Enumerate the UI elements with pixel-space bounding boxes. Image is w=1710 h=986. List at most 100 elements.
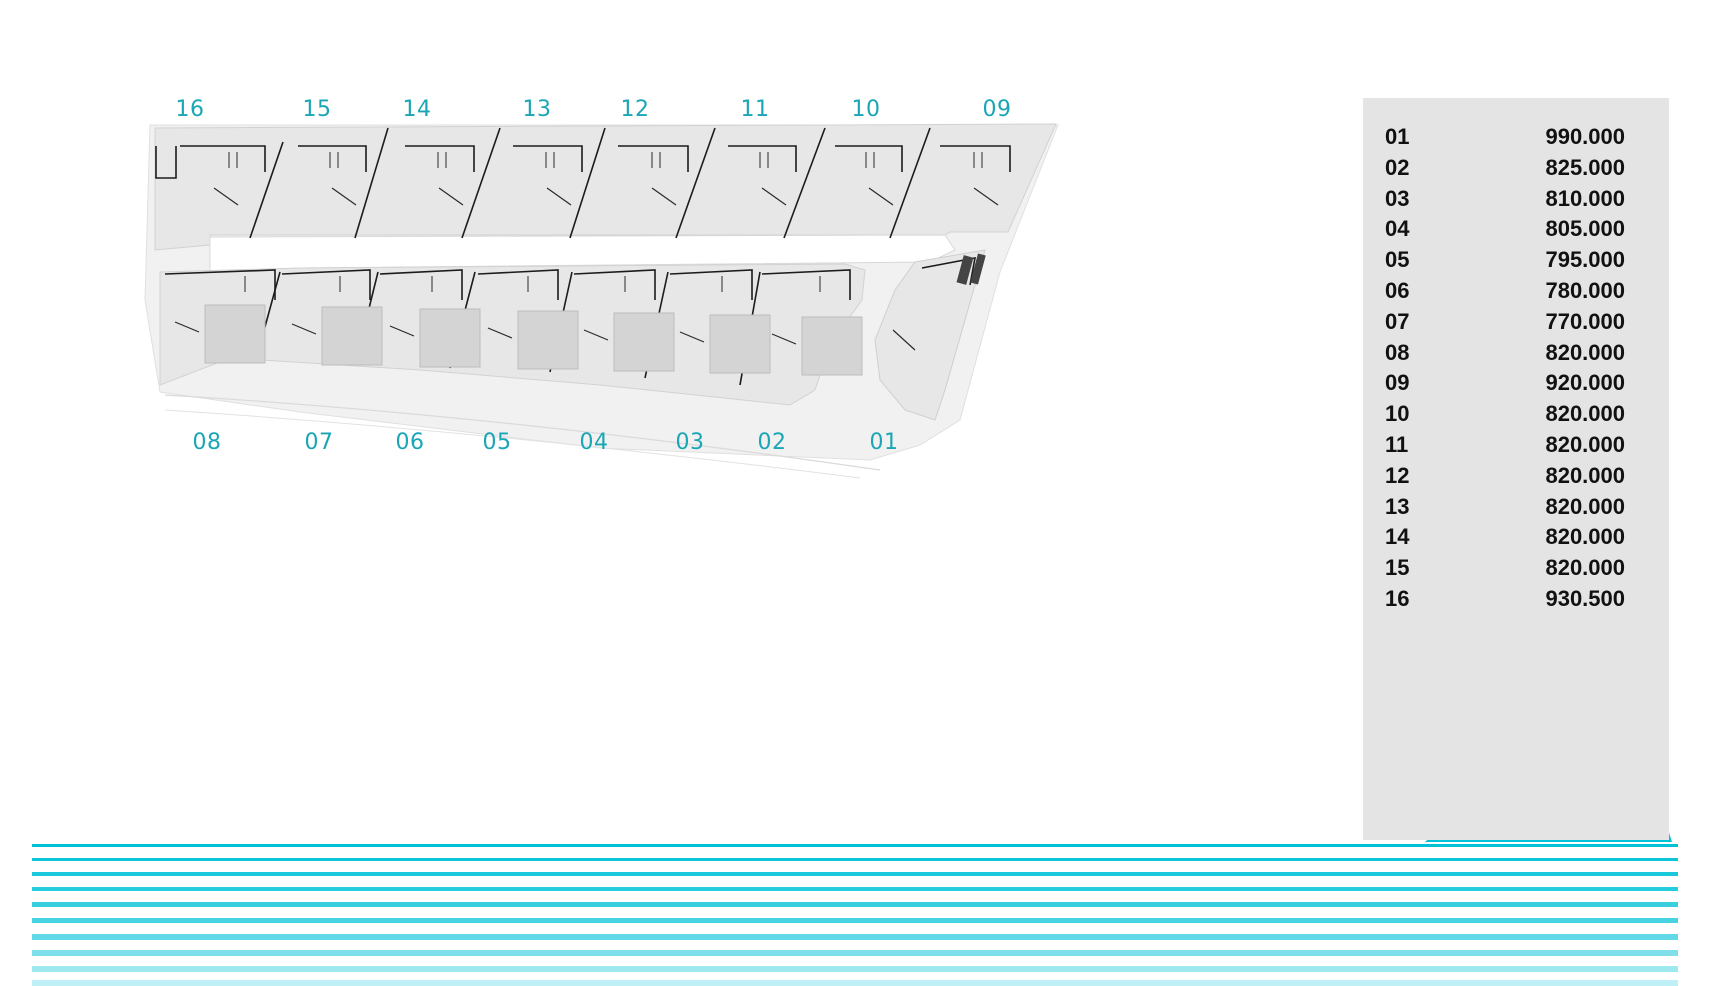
price-row-value: 820.000 [1545,493,1625,519]
price-row-lot: 01 [1385,124,1410,149]
lot-label-11: 11 [740,97,770,122]
lot-label-02: 02 [757,430,787,455]
lot-label-16: 16 [175,97,205,122]
house-door [868,187,894,206]
house-wall [761,269,851,300]
house-door [331,187,357,206]
lot-label-15: 15 [302,97,332,122]
house-door [679,331,705,343]
price-row-value: 820.000 [1545,555,1625,581]
house-wall [164,269,276,300]
lot-label-12: 12 [620,97,650,122]
house-door [583,329,609,341]
sea-stripes-decoration [32,838,1678,986]
house-wall [835,145,903,172]
price-row-lot: 07 [1385,308,1410,334]
price-row: 02 825.000 [1385,153,1625,184]
house-door [174,321,200,333]
price-row-value: 770.000 [1545,308,1625,334]
lot-divider [675,127,716,239]
price-row-value: 795.000 [1545,247,1625,273]
house-wall [379,269,463,300]
lot-label-07: 07 [304,430,334,455]
lot-label-04: 04 [579,430,609,455]
sea-stripe [32,844,1678,847]
price-row-lot: 09 [1385,370,1410,396]
price-row-lot: 15 [1385,555,1410,581]
price-row: 05 795.000 [1385,245,1625,276]
lot-divider [889,127,931,239]
house-wall [573,269,656,300]
lot-divider [354,127,389,239]
price-row: 10 820.000 [1385,399,1625,430]
price-row-lot: 03 [1385,185,1410,211]
sea-stripe [32,950,1678,956]
price-row-lot: 12 [1385,462,1410,488]
price-row-value: 780.000 [1545,277,1625,303]
sea-stripe [32,872,1678,876]
house-wall [281,269,371,300]
house-door [213,187,239,206]
house-wall [155,146,177,179]
house-door [771,333,797,345]
price-row: 04 805.000 [1385,214,1625,245]
road-edge [164,394,881,471]
sea-stripe [32,980,1678,986]
house-wall [940,145,1011,172]
lot-divider [461,127,501,239]
price-row: 15 820.000 [1385,553,1625,584]
price-row-value: 825.000 [1545,154,1625,180]
lot-label-09: 09 [982,97,1012,122]
house-door [892,329,916,351]
garden-pool [709,314,771,374]
price-row-lot: 11 [1385,431,1409,457]
house-door [761,187,787,206]
price-row-lot: 08 [1385,339,1410,365]
sea-stripe [32,902,1678,907]
price-row-lot: 04 [1385,216,1410,242]
price-row-value: 820.000 [1545,462,1625,488]
price-row: 07 770.000 [1385,307,1625,338]
price-row-lot: 14 [1385,524,1410,550]
price-row-value: 805.000 [1545,216,1625,242]
price-row-lot: 10 [1385,401,1410,427]
lot-label-05: 05 [482,430,512,455]
lot-divider [783,127,826,239]
lot-label-03: 03 [675,430,705,455]
garden-pool [204,304,266,364]
road-edge [164,409,861,479]
house-door [438,187,464,206]
lot-divider [569,127,606,239]
house-stair [956,255,974,285]
price-row-value: 820.000 [1545,401,1625,427]
lot-label-10: 10 [851,97,881,122]
garden-pool [801,316,863,376]
sea-stripe [32,966,1678,972]
house-wall [513,145,583,172]
price-row-value: 990.000 [1545,124,1625,149]
price-row-lot: 05 [1385,247,1410,273]
house-wall [669,269,753,300]
price-row-lot: 13 [1385,493,1410,519]
price-row: 13 820.000 [1385,492,1625,523]
price-row-lot: 02 [1385,154,1410,180]
garden-pool [517,310,579,370]
house-wall [477,269,559,300]
lot-label-13: 13 [522,97,552,122]
house-wall [405,145,475,172]
sea-stripe [32,918,1678,923]
house-door [487,327,513,339]
lot-divider [249,141,284,239]
house-stair [970,253,986,285]
house-wall [618,145,689,172]
house-door [389,325,415,337]
